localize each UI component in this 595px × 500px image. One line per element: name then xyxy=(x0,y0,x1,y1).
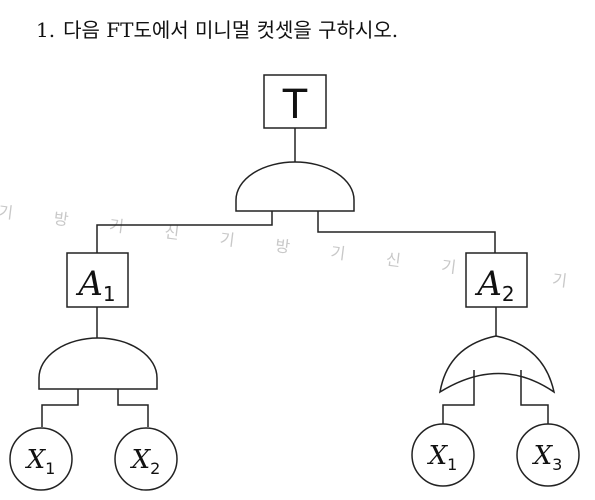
question-number: 1. xyxy=(36,18,56,42)
event-label-a1: A1 xyxy=(75,264,115,306)
connector-left xyxy=(96,211,273,253)
connector-x3 xyxy=(520,370,549,425)
event-label-a2: A2 xyxy=(474,264,514,306)
right-or-gate xyxy=(438,335,556,394)
connector-right xyxy=(317,211,496,253)
connector-x2 xyxy=(117,389,149,427)
connector-x1-right xyxy=(442,370,475,425)
basic-event-label-x2: X2 xyxy=(130,445,161,478)
connector-x1-left xyxy=(41,389,79,427)
question-text: 1. 다음 FT도에서 미니멀 컷셋을 구하시오. xyxy=(36,14,398,43)
basic-event-label-x1-right: X1 xyxy=(427,441,458,474)
question-prompt: 다음 FT도에서 미니멀 컷셋을 구하시오. xyxy=(63,18,399,42)
event-box-a1 xyxy=(66,252,129,308)
left-and-gate xyxy=(38,337,158,390)
top-event-box xyxy=(263,74,327,129)
basic-event-label-x1-left: X1 xyxy=(25,445,56,478)
basic-event-x1-right xyxy=(411,423,475,487)
basic-event-x1-left xyxy=(9,427,73,491)
basic-event-x3 xyxy=(516,423,580,487)
top-and-gate xyxy=(235,161,355,212)
top-event-label: T xyxy=(282,82,308,128)
basic-event-x2 xyxy=(114,427,178,491)
basic-event-label-x3: X3 xyxy=(532,441,563,474)
